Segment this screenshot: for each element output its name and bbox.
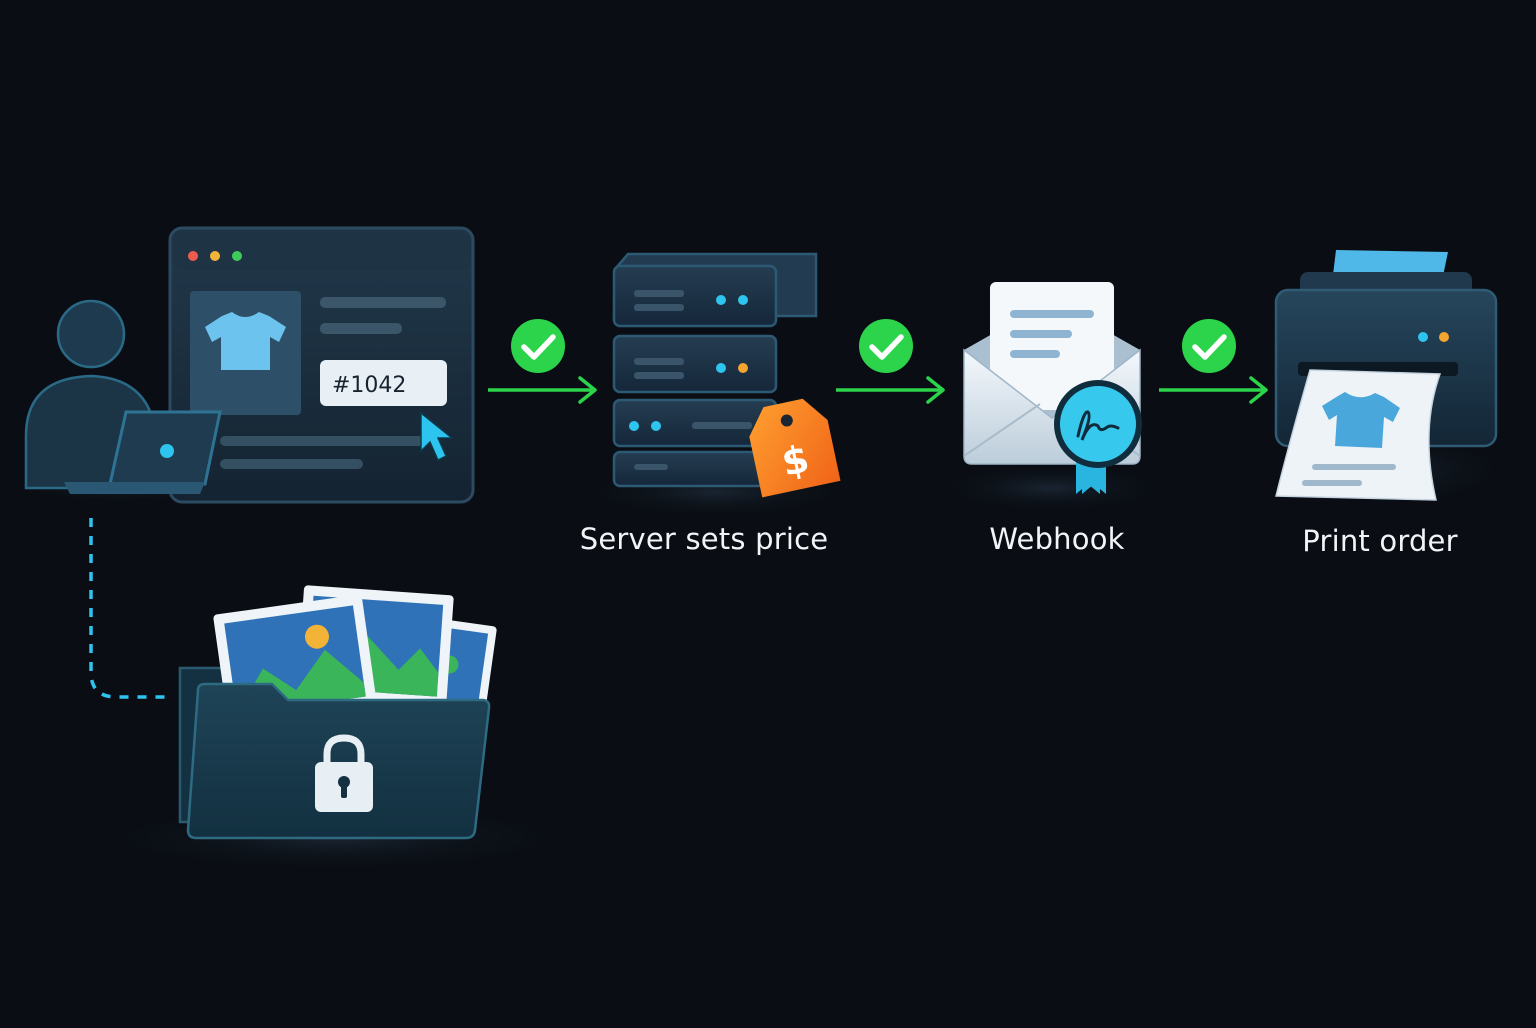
dashed-connector — [89, 518, 168, 699]
arrow-right-icon — [488, 376, 597, 404]
server-icon — [612, 252, 818, 488]
order-id-text: #1042 — [332, 373, 406, 398]
tshirt-icon — [205, 312, 286, 370]
text-line — [220, 459, 363, 469]
laptop-dot — [160, 444, 174, 458]
window-maximize-dot — [232, 251, 242, 261]
folder-icon — [178, 585, 497, 840]
arrow-right-icon — [836, 376, 945, 404]
check-icon — [1182, 319, 1236, 373]
window-close-dot — [188, 251, 198, 261]
text-line — [320, 323, 402, 334]
step-label-server: Server sets price — [579, 522, 829, 556]
arrow-right-icon — [1159, 376, 1268, 404]
laptop-icon — [64, 410, 222, 494]
text-line — [220, 436, 428, 446]
check-icon — [511, 319, 565, 373]
window-minimize-dot — [210, 251, 220, 261]
order-id-field[interactable]: #1042 — [320, 360, 447, 406]
text-line — [320, 297, 446, 308]
price-tag-icon: $ — [749, 398, 841, 498]
check-icon — [859, 319, 913, 373]
printer-icon — [1274, 250, 1498, 501]
signature-seal-icon — [1054, 380, 1142, 494]
step-label-print: Print order — [1302, 524, 1458, 558]
ground-shadow — [937, 464, 1167, 512]
cursor-icon — [420, 411, 455, 462]
lock-icon — [315, 734, 373, 812]
step-label-webhook: Webhook — [989, 522, 1125, 556]
user-icon — [24, 299, 158, 490]
